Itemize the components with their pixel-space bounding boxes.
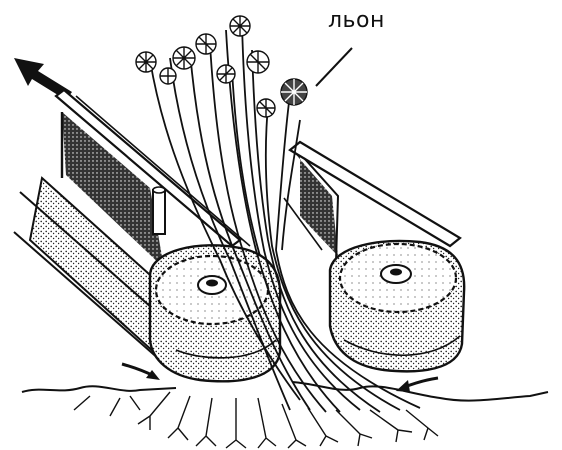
label-leader-line — [316, 48, 352, 86]
rotation-arrow-left-icon — [122, 364, 160, 380]
left-conveyor — [14, 90, 280, 381]
rotation-arrow-right-icon — [396, 378, 438, 392]
plant-label: льон — [328, 10, 385, 32]
flax-seed-heads — [136, 16, 307, 117]
